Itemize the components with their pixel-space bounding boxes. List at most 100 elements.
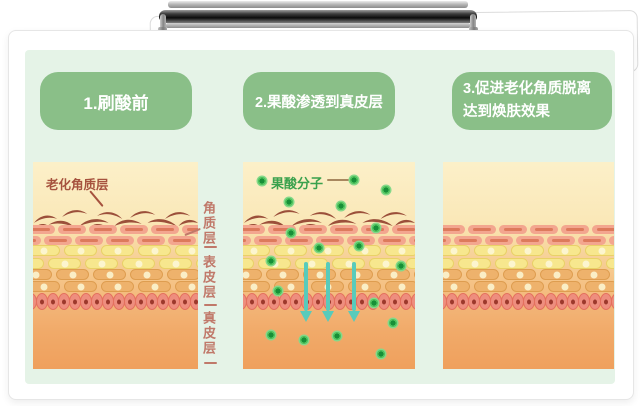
yellow-cell [511,245,544,256]
acid-molecule-icon [395,260,407,272]
round-cell [411,293,415,310]
yellow-cell [332,258,365,269]
skin-cell-row-yellow [33,258,198,269]
orange-cell [548,281,581,292]
skin-cell-row-pink [33,236,196,245]
yellow-cell [443,258,454,269]
pink-cell [75,236,103,245]
pink-cell [168,236,196,245]
yellow-cell [33,258,44,269]
acid-molecule-icon [380,184,392,196]
yellow-cell [159,258,192,269]
skin-cell-row-pink [243,225,415,234]
acid-molecule-icon [298,334,310,346]
yellow-cell [443,245,470,256]
step-1-pill: 1.刷酸前 [40,72,192,130]
step-3-label-line1: 3.促进老化角质脱离 [463,81,592,97]
yellow-cell [569,258,602,269]
round-cell [190,293,198,310]
step-3-pill: 3.促进老化角质脱离 达到焕肤效果 [452,72,612,130]
yellow-cell [532,258,565,269]
skin-cell-row-yellow [443,258,614,269]
orange-cell [167,269,198,280]
yellow-cell [138,245,171,256]
skin-cell-row-orange [243,269,415,280]
skin-diagram-penetration: 果酸分子 [243,162,415,369]
orange-cell [243,269,262,280]
acid-molecule-icon [335,200,347,212]
pink-cell [547,236,575,245]
orange-cell [138,281,171,292]
skin-cell-row-orange [443,269,612,280]
orange-cell [443,281,470,292]
pink-cell [254,236,282,245]
aged-keratin-flakes-icon [243,205,415,229]
acid-molecule-icon [331,330,343,342]
pink-cell [443,225,465,234]
yellow-cell [48,258,81,269]
stand-main-bar-icon [159,10,477,23]
orange-cell [540,269,573,280]
acid-molecule-icon [283,196,295,208]
orange-cell [377,269,410,280]
yellow-cell [474,245,507,256]
penetration-arrow-icon [322,262,334,322]
acid-molecule-icon [265,255,277,267]
skin-cell-row-pink [443,225,614,234]
orange-cell [577,269,610,280]
acid-molecule-label: 果酸分子 [271,176,324,191]
orange-cell [130,269,163,280]
orange-cell [340,269,373,280]
skin-cell-row-yellow [33,245,198,256]
pink-cell [609,236,614,245]
pink-cell [330,225,358,234]
round-cell [611,293,614,310]
pink-cell [182,225,198,234]
yellow-cell [274,245,307,256]
yellow-cell [295,258,328,269]
acid-molecule-icon [313,242,325,254]
yellow-cell [175,245,198,256]
pink-cell [89,225,117,234]
yellow-cell [585,245,614,256]
orange-cell [175,281,198,292]
layer-tick [204,304,217,306]
stand-top-bar-icon [168,1,468,8]
pink-cell [33,236,41,245]
pink-cell [468,225,496,234]
pink-cell [516,236,544,245]
layer-label-epidermis: 表皮层 [201,255,216,300]
pink-cell [592,225,614,234]
yellow-cell [385,245,415,256]
yellow-cell [196,258,198,269]
orange-cell [414,269,415,280]
skin-cell-row-round [33,293,198,310]
pink-cell [378,236,406,245]
pink-cell [316,236,344,245]
acid-molecule-icon [387,317,399,329]
acid-molecule-icon [256,175,268,187]
acid-molecule-icon [348,174,360,186]
yellow-cell [548,245,581,256]
orange-cell [474,281,507,292]
yellow-cell [85,258,118,269]
pink-cell [561,225,589,234]
pink-cell [499,225,527,234]
pink-cell [137,236,165,245]
acid-molecule-icon [368,297,380,309]
pink-cell [243,225,265,234]
yellow-cell [311,245,344,256]
acid-molecule-icon [265,329,277,341]
step-3-label-line2: 达到焕肤效果 [463,104,550,120]
skin-cell-row-yellow [243,245,415,256]
layer-tick [204,362,217,364]
orange-cell [33,269,52,280]
pink-cell [299,225,327,234]
acid-molecule-icon [272,285,284,297]
layer-label-dermis: 真皮层 [201,311,216,356]
orange-cell [33,281,60,292]
aged-keratin-label: 老化角质层 [46,178,109,192]
layer-label-stratum-corneum: 角质层 [201,201,216,246]
yellow-cell [348,245,381,256]
orange-cell [585,281,614,292]
